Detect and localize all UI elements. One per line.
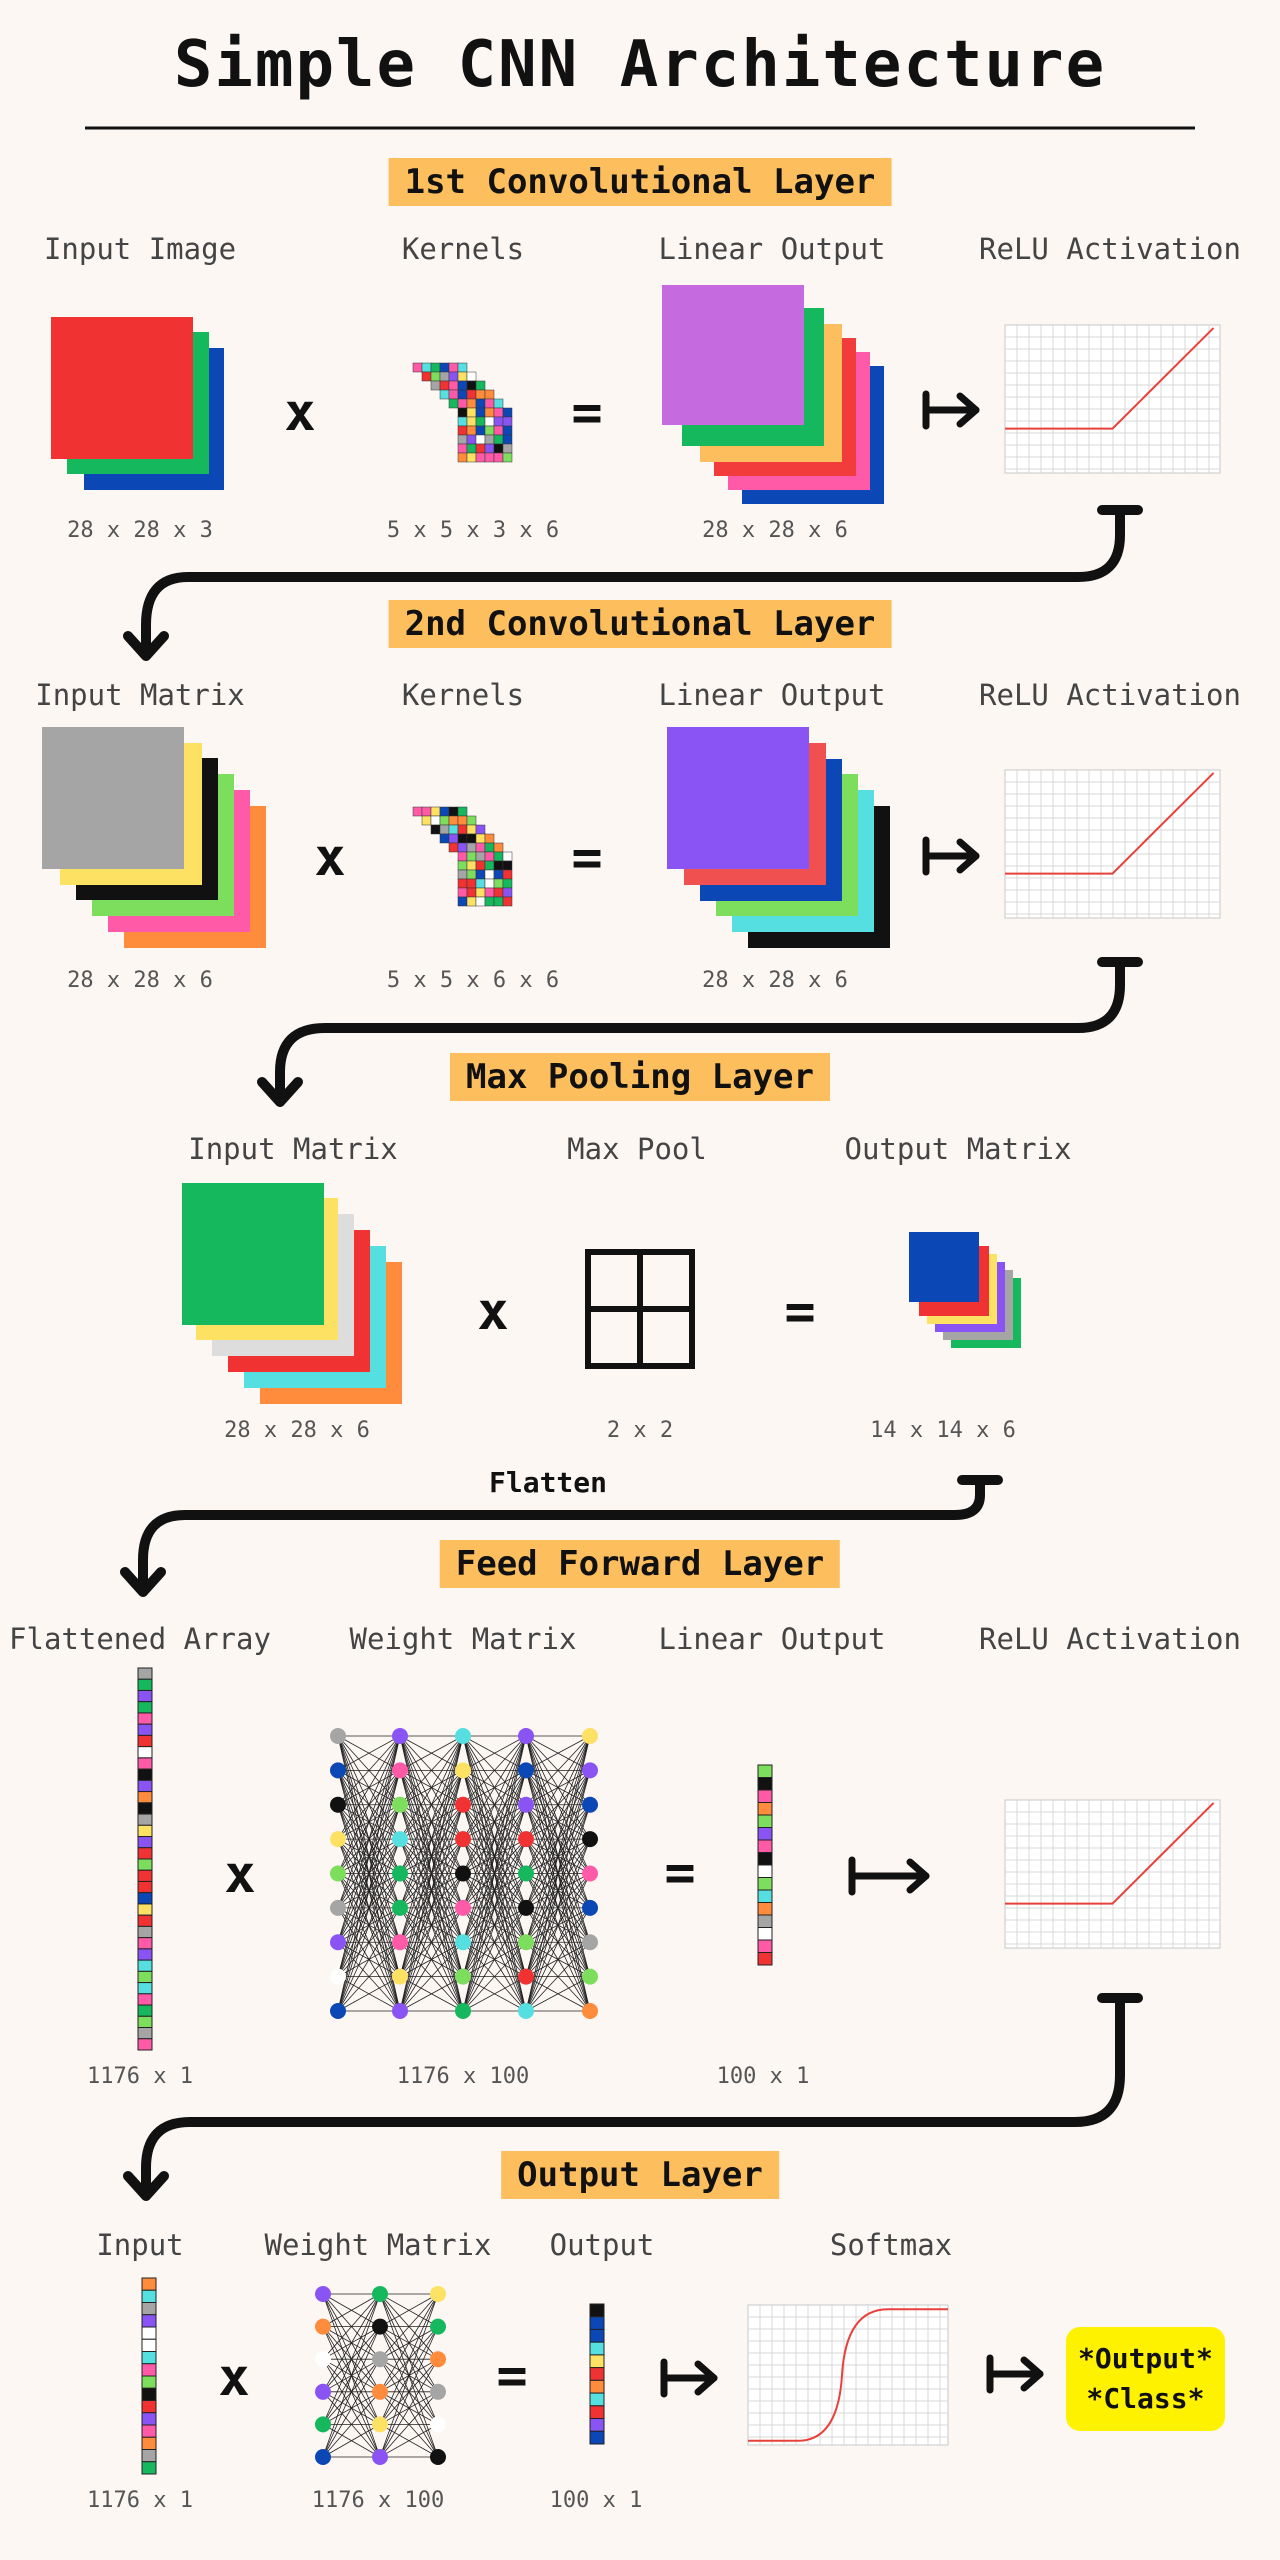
out-dim-weights: 1176 x 100 <box>311 2488 445 2513</box>
pool-dim-maxpool: 2 x 2 <box>606 1418 674 1443</box>
conv1-col-relu: ReLU Activation <box>979 232 1241 266</box>
pool-header: Max Pooling Layer <box>450 1053 830 1101</box>
conv2-to-pool-arrow-icon <box>275 957 1125 1105</box>
conv2-kernel-tile <box>412 806 513 907</box>
flatten-label: Flatten <box>488 1466 608 1499</box>
softmax-maps-to-arrow-icon <box>986 2354 1044 2394</box>
conv2-equals-operator: = <box>571 828 603 888</box>
conv1-col-kernels: Kernels <box>401 232 525 266</box>
ff-dim-weights: 1176 x 100 <box>396 2064 530 2089</box>
pool-equals-operator: = <box>784 1282 816 1342</box>
out-maps-to-arrow-icon <box>660 2358 718 2398</box>
out-equals-operator: = <box>496 2346 528 2406</box>
output-class-line-1: *Output* <box>1078 2342 1213 2375</box>
out-output-array <box>589 2303 605 2445</box>
conv2-col-kernels: Kernels <box>401 678 525 712</box>
conv2-multiply-operator: x <box>314 828 346 888</box>
output-class-box: *Output* *Class* <box>1066 2327 1225 2431</box>
pool-input-stack <box>182 1183 402 1404</box>
out-multiply-operator: x <box>218 2348 250 2408</box>
ff-maps-to-arrow-icon <box>848 1856 930 1896</box>
conv1-multiply-operator: x <box>284 383 316 443</box>
conv2-dim-linear: 28 x 28 x 6 <box>702 968 848 993</box>
conv2-dim-input: 28 x 28 x 6 <box>67 968 213 993</box>
conv2-col-relu: ReLU Activation <box>979 678 1241 712</box>
pool-multiply-operator: x <box>477 1282 509 1342</box>
conv1-col-input: Input Image <box>43 232 237 266</box>
conv2-maps-to-arrow-icon <box>922 836 980 876</box>
ff-equals-operator: = <box>664 1843 696 1903</box>
ff-linear-output-array <box>757 1764 773 1966</box>
pool-grid-icon <box>585 1249 695 1369</box>
pool-col-maxpool: Max Pool <box>567 1132 707 1166</box>
conv1-output-stack <box>662 285 884 504</box>
output-class-line-2: *Class* <box>1086 2382 1205 2415</box>
ff-col-linear: Linear Output <box>658 1622 886 1656</box>
conv1-kernel-tile <box>412 362 513 463</box>
conv1-col-linear: Linear Output <box>658 232 886 266</box>
out-input-array <box>141 2277 157 2475</box>
ff-dim-flattened: 1176 x 1 <box>87 2064 193 2089</box>
conv1-dim-input: 28 x 28 x 3 <box>67 518 213 543</box>
conv2-dim-kernels: 5 x 5 x 6 x 6 <box>386 968 560 993</box>
conv2-input-stack <box>42 727 266 948</box>
conv2-header: 2nd Convolutional Layer <box>388 600 892 648</box>
conv2-col-linear: Linear Output <box>658 678 886 712</box>
conv1-dim-linear: 28 x 28 x 6 <box>702 518 848 543</box>
conv2-output-stack <box>667 727 890 948</box>
out-col-input: Input <box>96 2228 184 2262</box>
ff-col-flattened: Flattened Array <box>9 1622 271 1656</box>
pool-col-input: Input Matrix <box>188 1132 398 1166</box>
ff-col-relu: ReLU Activation <box>979 1622 1241 1656</box>
conv2-col-input: Input Matrix <box>35 678 245 712</box>
conv1-input-stack <box>51 317 224 490</box>
ff-to-output-arrow-icon <box>141 1993 1125 2200</box>
ff-weight-matrix-network <box>330 1728 598 2019</box>
pool-col-output: Output Matrix <box>844 1132 1072 1166</box>
out-col-weights: Weight Matrix <box>264 2228 492 2262</box>
ff-dim-linear: 100 x 1 <box>716 2064 810 2089</box>
pool-dim-output: 14 x 14 x 6 <box>870 1418 1016 1443</box>
out-header: Output Layer <box>501 2151 779 2199</box>
conv1-to-conv2-arrow-icon <box>141 505 1125 660</box>
ff-col-weights: Weight Matrix <box>349 1622 577 1656</box>
pool-to-ff-arrow-icon <box>138 1475 985 1595</box>
pool-dim-input: 28 x 28 x 6 <box>224 1418 370 1443</box>
out-dim-output: 100 x 1 <box>549 2488 643 2513</box>
conv1-dim-kernels: 5 x 5 x 3 x 6 <box>386 518 560 543</box>
conv1-relu-graph-icon <box>1004 324 1221 474</box>
conv1-header: 1st Convolutional Layer <box>388 158 892 206</box>
out-col-output: Output <box>549 2228 655 2262</box>
conv1-maps-to-arrow-icon <box>922 390 980 430</box>
pool-output-stack <box>909 1232 1021 1348</box>
ff-header: Feed Forward Layer <box>439 1540 841 1588</box>
page-title: Simple CNN Architecture <box>173 28 1107 102</box>
conv2-relu-graph-icon <box>1004 769 1221 919</box>
ff-flattened-array <box>137 1667 153 2051</box>
ff-multiply-operator: x <box>224 1845 256 1905</box>
out-dim-input: 1176 x 1 <box>87 2488 193 2513</box>
out-weight-matrix-network <box>315 2286 446 2465</box>
softmax-graph-icon <box>747 2304 949 2446</box>
conv1-equals-operator: = <box>571 383 603 443</box>
out-col-softmax: Softmax <box>829 2228 953 2262</box>
ff-relu-graph-icon <box>1004 1799 1221 1949</box>
